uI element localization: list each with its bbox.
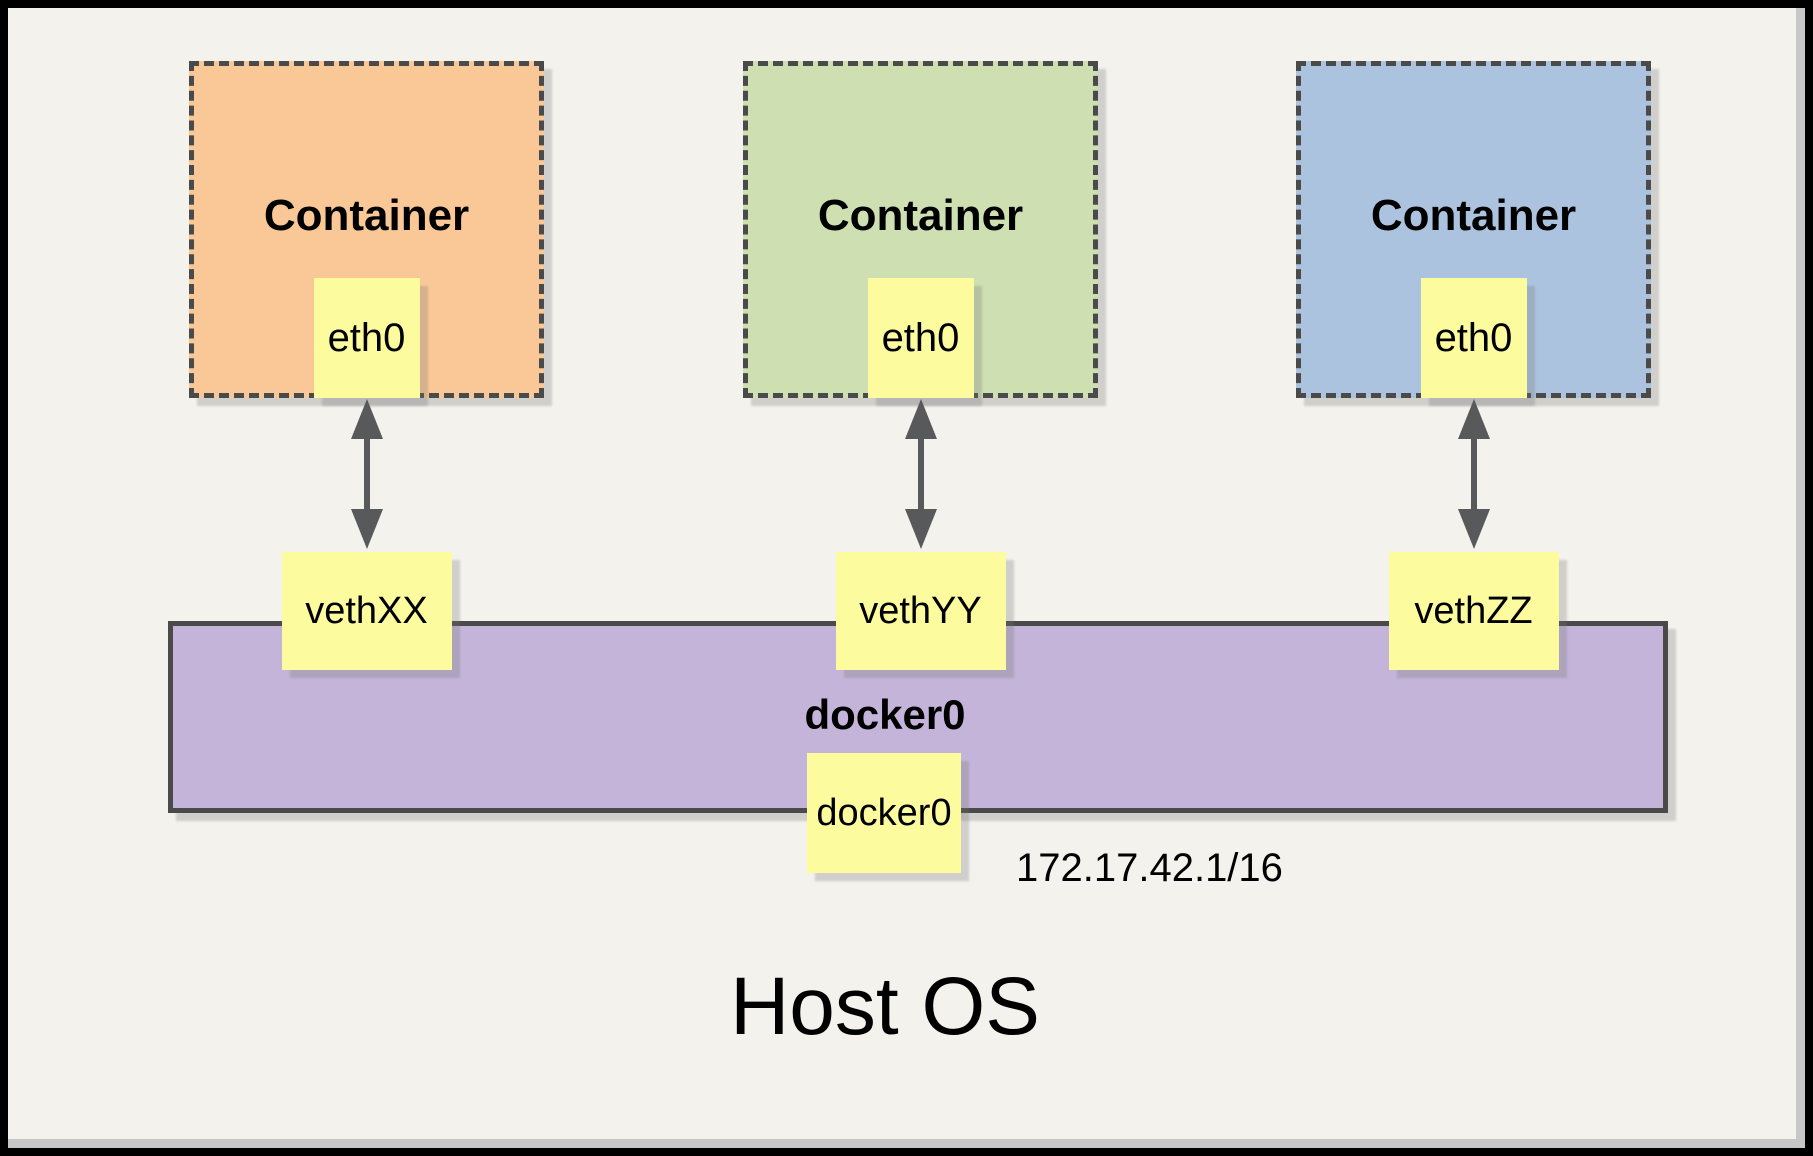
- container-3-label: Container: [1370, 191, 1577, 240]
- veth-box-1: vethXX: [281, 552, 452, 670]
- container-column-1: Container eth0 vethXX: [189, 61, 544, 681]
- container-2-box: Container eth0: [743, 61, 1098, 398]
- veth-box-3: vethZZ: [1388, 552, 1559, 670]
- container-1-eth0-box: eth0: [313, 278, 420, 398]
- container-1-label: Container: [263, 191, 470, 240]
- veth-arrow-2-icon: [904, 399, 937, 549]
- container-column-2: Container eth0 vethYY: [743, 61, 1098, 681]
- container-2-eth0-box: eth0: [867, 278, 974, 398]
- docker0-bridge-label: docker0: [804, 691, 966, 738]
- container-1-box: Container eth0: [189, 61, 544, 398]
- container-3-eth0-box: eth0: [1420, 278, 1527, 398]
- host-os-label: Host OS: [730, 961, 1040, 1052]
- container-3-box: Container eth0: [1296, 61, 1651, 398]
- bridge-ip-address: 172.17.42.1/16: [1016, 846, 1283, 890]
- veth-box-2: vethYY: [835, 552, 1006, 670]
- container-column-3: Container eth0 vethZZ: [1296, 61, 1651, 681]
- docker0-interface-box: docker0: [807, 753, 961, 873]
- container-2-label: Container: [817, 191, 1024, 240]
- veth-arrow-3-icon: [1457, 399, 1490, 549]
- veth-arrow-1-icon: [350, 399, 383, 549]
